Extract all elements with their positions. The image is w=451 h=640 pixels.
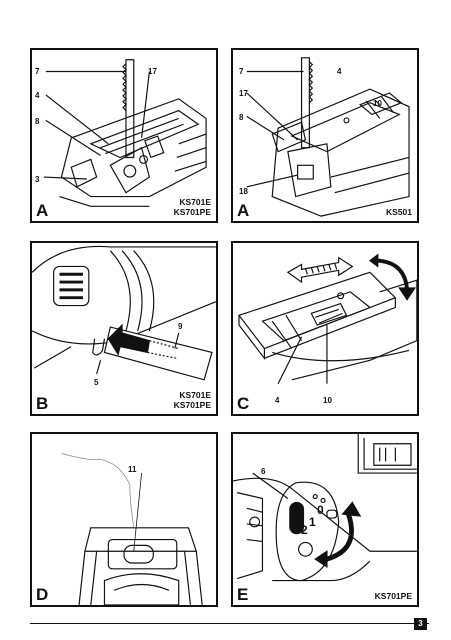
callout-3: 3	[35, 175, 40, 184]
panel-letter: C	[237, 394, 250, 413]
selector-setting-1: 1	[309, 515, 316, 529]
callout-17: 17	[148, 67, 157, 76]
callout-10: 10	[323, 396, 332, 405]
panel-letter: A	[36, 201, 49, 220]
callout-7: 7	[35, 67, 40, 76]
selector-setting-2: 2	[301, 523, 308, 537]
dust-extraction-illustration	[32, 245, 216, 381]
model-label: KS701E KS701PE	[173, 197, 211, 217]
model-label: KS501	[386, 207, 412, 217]
panel-letter: D	[36, 585, 49, 604]
figure-panel-e: 6 0 1 2 E KS701PE	[231, 432, 419, 607]
panel-letter: A	[237, 201, 250, 220]
figure-panel-a-ks501: 7 4 10 17 8 18 A KS501	[231, 48, 419, 223]
callout-7: 7	[239, 67, 244, 76]
panel-letter: E	[237, 585, 249, 604]
callout-9: 9	[178, 322, 183, 331]
callout-4: 4	[337, 67, 342, 76]
callout-8: 8	[35, 117, 40, 126]
cutting-line-guide-illustration	[61, 453, 203, 605]
figure-panel-a-ks701: 7 17 4 8 3 A KS701E KS701PE	[30, 48, 218, 223]
figure-panel-b: 9 5 B KS701E KS701PE	[30, 241, 218, 416]
footer-rule	[30, 623, 429, 624]
callout-17: 17	[239, 89, 248, 98]
callout-11: 11	[128, 465, 137, 474]
page-number: 3	[414, 618, 427, 630]
callout-18: 18	[239, 187, 248, 196]
figure-panel-c: 4 10 C	[231, 241, 419, 416]
callout-10: 10	[373, 99, 382, 108]
figure-panel-d: 11 D	[30, 432, 218, 607]
jigsaw-blade-clamp-illustration-ks501	[246, 57, 410, 217]
model-label: KS701E KS701PE	[173, 390, 211, 410]
callout-5: 5	[94, 378, 99, 387]
panel-letter: B	[36, 394, 49, 413]
pendulum-action-selector-illustration	[233, 434, 417, 582]
bevel-shoe-adjust-illustration	[238, 253, 417, 384]
callout-4: 4	[275, 396, 280, 405]
callout-8: 8	[239, 113, 244, 122]
jigsaw-blade-clamp-illustration	[43, 59, 207, 207]
selector-setting-0: 0	[317, 503, 324, 517]
callout-6: 6	[261, 467, 266, 476]
model-label: KS701PE	[374, 591, 412, 601]
callout-4: 4	[35, 91, 40, 100]
